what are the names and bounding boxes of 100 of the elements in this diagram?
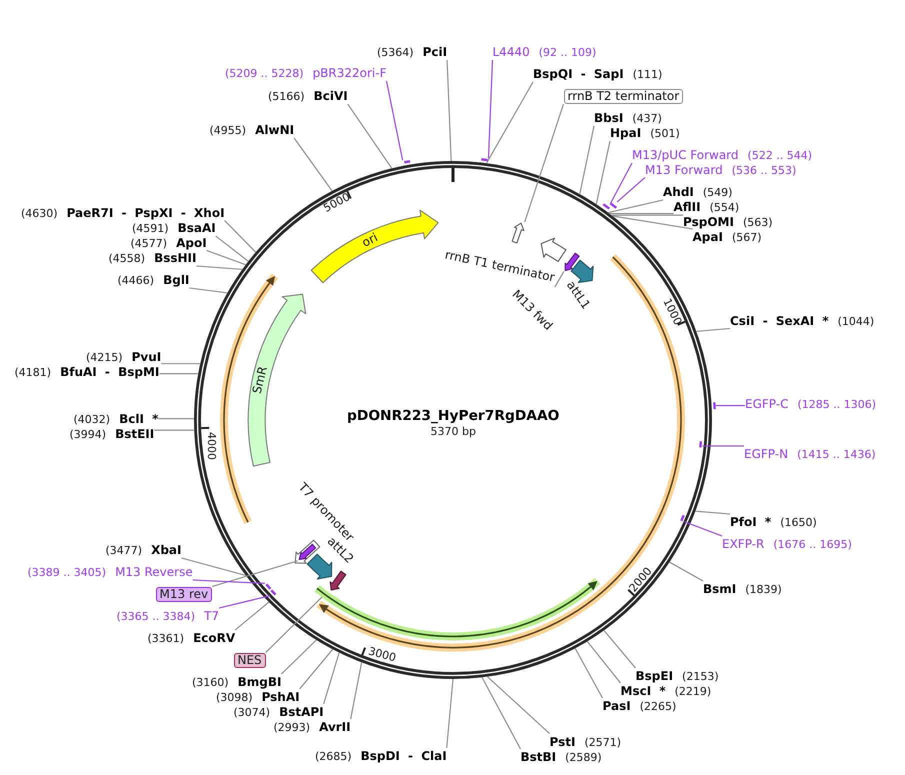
enzyme-name: PciI [422, 45, 448, 59]
tick-label: 1000 [660, 296, 684, 328]
leader-line [524, 104, 564, 222]
enzyme-name: HpaI [610, 126, 642, 140]
primer-name: L4440 [492, 45, 530, 59]
enzyme-name: PvuI [132, 350, 162, 364]
cut-site-position: (4215) [86, 351, 123, 364]
cut-site-position: (4630) [21, 206, 58, 220]
feature-tag: M13 rev [156, 586, 212, 602]
enzyme-name: BspDI - ClaI [360, 749, 447, 763]
cut-site-position: (4466) [118, 274, 154, 287]
leader-line [554, 271, 564, 288]
cut-site-position: (1044) [838, 314, 874, 328]
primer-site-mark [480, 158, 488, 162]
feature-block [570, 259, 594, 284]
leader-line [574, 648, 603, 698]
feature-label: SmR [250, 364, 270, 396]
cut-site-position: (3361) [148, 632, 184, 645]
primer-site-mark [608, 202, 618, 210]
primer-position: (5209 .. 5228) [225, 67, 304, 80]
enzyme-name: BssHII [154, 251, 196, 265]
enzyme-name: ApoI [176, 236, 207, 250]
cut-site-position: (2571) [584, 736, 622, 748]
cut-site-position: (554) [710, 201, 740, 214]
enzyme-name: CsiI - SexAI * [730, 314, 829, 328]
primer-name: M13 Forward [645, 162, 723, 176]
cut-site-position: (5166) [268, 90, 305, 103]
primer-site-mark [680, 514, 684, 522]
primer-site-mark [402, 160, 412, 164]
leader-line [609, 212, 674, 214]
cut-site-position: (4032) [74, 412, 110, 426]
tick-label: 5000 [321, 190, 353, 216]
enzyme-name: BbsI [594, 111, 624, 125]
cut-site-position: (4577) [130, 236, 168, 250]
leader-line [158, 418, 194, 420]
enzyme-name: BfuAI - BspMI [60, 365, 160, 379]
leader-line [616, 177, 646, 202]
enzyme-name: BglI [163, 273, 190, 287]
enzyme-name: EcoRV [193, 631, 236, 645]
leader-line [612, 215, 693, 230]
feature-block [329, 570, 348, 592]
leader-line [446, 678, 454, 748]
leader-line [196, 265, 242, 270]
primer-site-mark [713, 400, 716, 410]
leader-line [695, 510, 730, 515]
enzyme-name: BsmI [703, 582, 736, 596]
cut-site-position: (501) [650, 127, 680, 140]
cut-site-position: (2589) [565, 751, 602, 764]
feature-tag: NES [234, 652, 266, 668]
feature-block [298, 543, 317, 561]
leader-line [586, 641, 621, 684]
leader-line [294, 138, 333, 192]
primer-position: (536 .. 553) [732, 164, 796, 176]
enzyme-name: BclI * [119, 412, 158, 426]
cut-site-position: (2993) [274, 721, 310, 734]
leader-line [604, 630, 636, 668]
cut-site-position: (3994) [70, 428, 106, 441]
primer-name: EXFP-R [722, 537, 764, 551]
enzyme-name: PaeR7I - PspXI - XhoI [66, 206, 225, 220]
cut-site-position: (4955) [210, 124, 246, 137]
feature-tag: rrnB T2 terminator [564, 89, 684, 104]
primer-position: (1285 .. 1306) [797, 398, 876, 410]
cut-site-position: (2153) [682, 670, 719, 683]
cut-site-position: (2265) [640, 700, 676, 713]
enzyme-name: PstI [550, 734, 576, 748]
leader-line [215, 236, 249, 262]
primer-name: pBR322ori-F [312, 66, 386, 80]
enzyme-name: BstAPI [279, 705, 324, 719]
leader-line [189, 287, 228, 294]
enzyme-name: AflII [674, 200, 701, 214]
cut-site-position: (549) [702, 186, 732, 199]
enzyme-name: BmgBI [238, 675, 282, 689]
enzyme-name: PfoI * [730, 515, 772, 529]
primer-name: EGFP-C [745, 396, 788, 410]
primer-site-mark [602, 203, 611, 210]
cut-site-position: (4558) [108, 252, 146, 265]
feature-block [510, 222, 525, 244]
leader-line [386, 80, 404, 160]
primer-name: EGFP-N [744, 447, 788, 461]
enzyme-name: BstEII [115, 427, 154, 441]
leader-line [482, 677, 521, 750]
cut-site-position: (111) [632, 68, 662, 81]
primer-site-mark [699, 440, 702, 449]
leader-line [192, 579, 265, 584]
primer-name: M13/pUC Forward [632, 148, 739, 162]
leader-line [154, 430, 194, 431]
leader-line [323, 652, 340, 704]
cut-site-position: (4181) [14, 366, 52, 379]
cut-site-position: (563) [742, 216, 773, 229]
enzyme-name: BspQI - SapI [533, 67, 624, 81]
primer-position: (522 .. 544) [748, 149, 812, 162]
leader-line [487, 676, 550, 734]
leader-line [579, 126, 595, 194]
cut-site-position: (1839) [745, 583, 782, 596]
cut-site-position: (3098) [216, 691, 253, 704]
leader-line [350, 662, 362, 720]
primer-position: (1415 .. 1436) [797, 448, 876, 461]
enzyme-name: MscI * [620, 684, 666, 698]
enzyme-name: AlwNI [255, 123, 294, 137]
leader-line [234, 602, 270, 630]
